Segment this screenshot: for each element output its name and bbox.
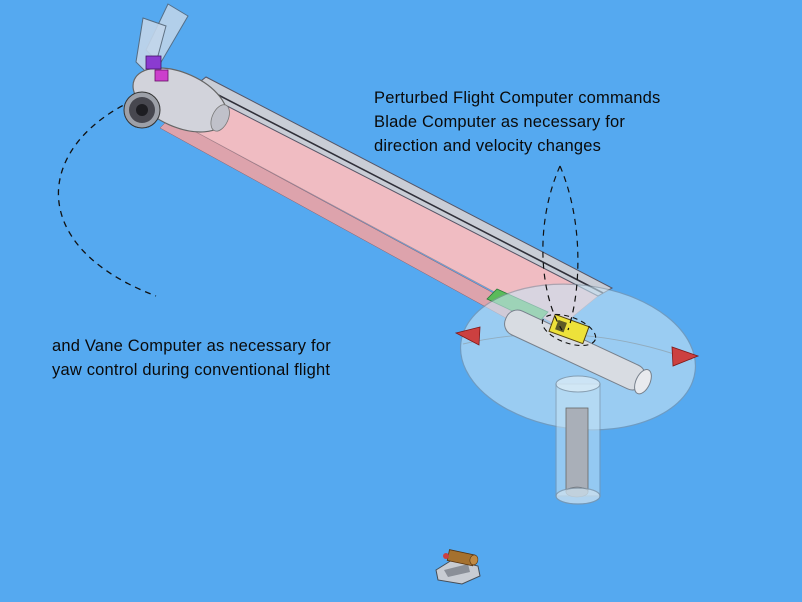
- left-annotation-line1: and Vane Computer as necessary for: [52, 337, 331, 355]
- top-annotation-line2: Blade Computer as necessary for: [374, 113, 626, 131]
- engine-intake-core: [136, 104, 148, 116]
- dashed-loop-blade-computer: [541, 313, 597, 347]
- mast-inner-rod: [565, 407, 589, 493]
- widget-channel: [444, 564, 470, 577]
- red-rotor-tip-left: [454, 326, 481, 346]
- vane-computer-box-purple: [145, 55, 162, 70]
- nacelle-exhaust: [210, 104, 230, 132]
- blade-computer-group: [548, 313, 590, 345]
- dashed-callout-blade-computer: [542, 165, 579, 331]
- pod-tube-end-cap: [634, 369, 652, 395]
- mast-tube-top: [555, 375, 601, 393]
- red-rotor-tip-right: [671, 346, 700, 367]
- mast-tube-bottom: [555, 487, 601, 505]
- widget-red-tip: [443, 553, 449, 559]
- left-annotation: and Vane Computer as necessary for yaw c…: [52, 334, 331, 382]
- blade-computer-detail: [555, 319, 567, 333]
- dashed-callout-arc-vane: [57, 85, 175, 297]
- widget-cylinder-cap: [469, 554, 479, 566]
- vane-computer-box-magenta: [154, 69, 169, 82]
- detail-widget: [435, 549, 481, 585]
- top-annotation-line3: direction and velocity changes: [374, 137, 602, 155]
- blade-ridge-line: [196, 83, 604, 294]
- left-annotation-line2: yaw control during conventional flight: [52, 361, 331, 379]
- top-annotation-line1: Perturbed Flight Computer commands: [374, 89, 661, 107]
- top-annotation: Perturbed Flight Computer commands Blade…: [374, 86, 661, 158]
